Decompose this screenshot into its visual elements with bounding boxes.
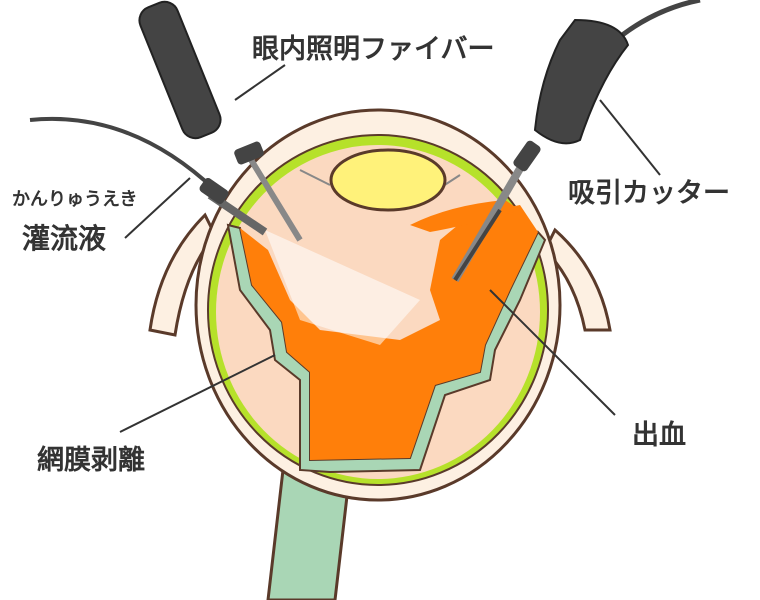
label-light-fiber: 眼内照明ファイバー [252, 34, 494, 65]
label-infusion: 灌流液 [22, 222, 106, 255]
right-eye-muscle [543, 227, 612, 332]
leader-hemorrhage [489, 289, 616, 416]
lens [329, 148, 447, 212]
light-fiber-instrument [138, 0, 303, 242]
light-beam [265, 230, 420, 345]
leader-infusion [124, 177, 191, 239]
leader-light-fiber [234, 64, 286, 101]
label-detachment: 網膜剥離 [37, 444, 145, 476]
leader-detachment [119, 354, 276, 433]
retinal-detachment [226, 223, 547, 474]
leader-cutter [599, 99, 661, 176]
label-hemorrhage: 出血 [632, 420, 686, 451]
infusion-cannula [29, 116, 268, 236]
suction-cutter-instrument [451, 0, 701, 283]
label-infusion-reading: かんりゅうえき [12, 189, 137, 210]
label-cutter: 吸引カッター [568, 178, 730, 209]
